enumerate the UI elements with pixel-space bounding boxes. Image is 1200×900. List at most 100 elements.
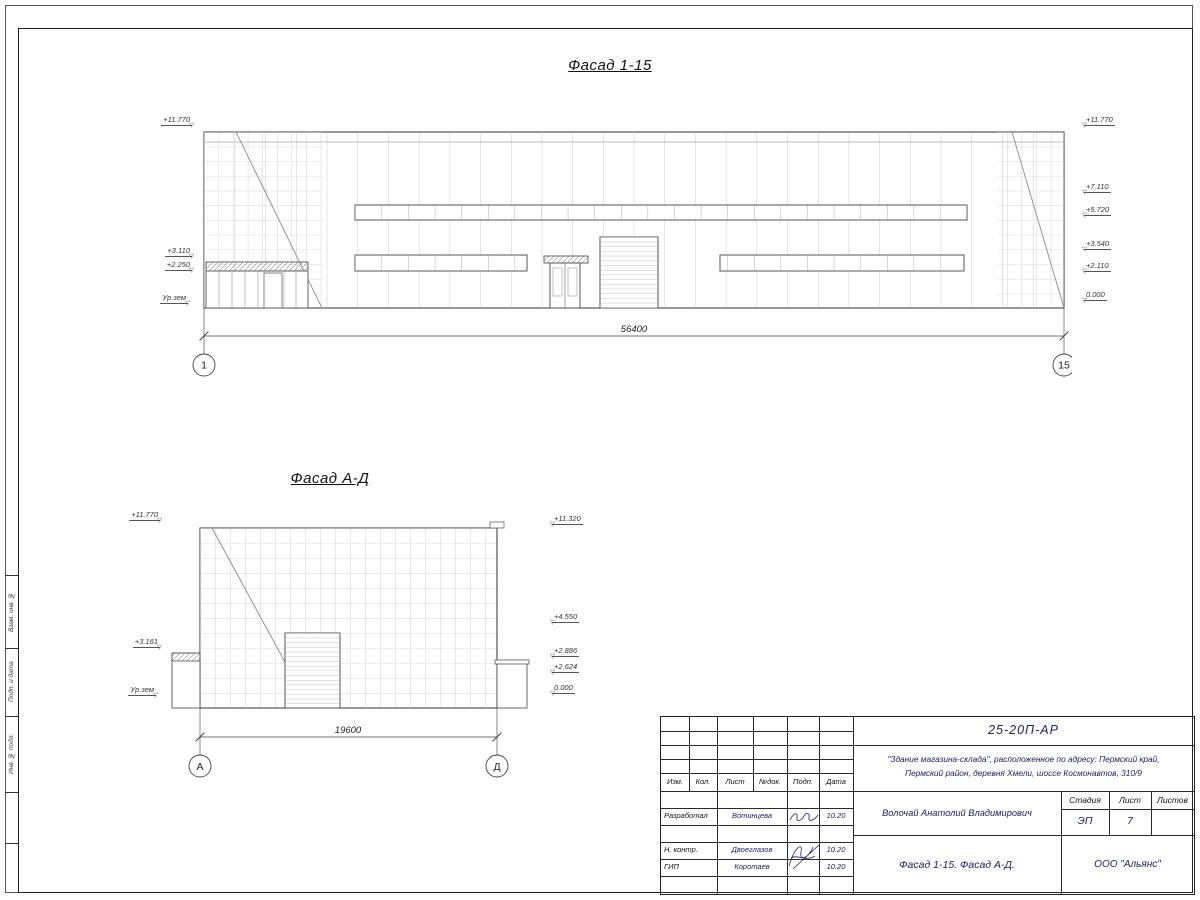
role-razrabotal: Разработал	[664, 811, 708, 820]
elevation-value: Ур.зем	[160, 293, 188, 304]
elevation-flag-icon: ▽	[550, 619, 555, 626]
facade-a-d-drawing: 19600 А Д	[171, 521, 530, 778]
elevation-flag-icon: ▽	[157, 644, 162, 651]
tb-line	[753, 717, 754, 791]
dimension-19600	[195, 707, 502, 756]
date-gip: 10.20	[826, 862, 846, 871]
elevation-value: +11.770	[1084, 115, 1115, 126]
margin-divider	[5, 648, 18, 649]
organization: ООО "Альянс"	[1094, 859, 1161, 870]
elevation-mark: Ур.зем▽	[110, 686, 158, 699]
elevation-value: +4.550	[552, 612, 580, 623]
elevation-value: +5.720	[1084, 205, 1112, 216]
elevation-flag-icon: ▽	[189, 253, 194, 260]
axis-label-1: 1	[201, 360, 207, 372]
margin-divider	[5, 575, 18, 576]
name-dvoeglazov: Двоеглазов	[731, 845, 773, 854]
elevation-flag-icon: ▽	[1082, 189, 1087, 196]
tb-line	[1061, 791, 1062, 894]
rollup-gate	[599, 236, 659, 309]
tb-line	[819, 717, 820, 894]
col-izm: Изм.	[667, 777, 683, 786]
axis-bubble-d	[485, 754, 509, 778]
elevation-value: +2.624	[552, 662, 580, 673]
tb-line	[661, 859, 853, 860]
stage-value: ЭП	[1077, 815, 1093, 827]
tb-line	[661, 808, 853, 809]
elevation-value: +2.886	[552, 646, 580, 657]
elevation-mark: +5.720▽	[1082, 205, 1130, 219]
date-razrabotal: 10.20	[826, 811, 846, 820]
role-n-kontr: Н. контр.	[664, 845, 698, 854]
axis-bubble-a	[188, 754, 212, 778]
elevation-flag-icon: ▽	[1082, 297, 1087, 304]
lower-window-band-right	[719, 254, 965, 272]
project-line2: Пермский район, деревня Хмели, шоссе Кос…	[905, 768, 1142, 779]
signature-votintseva	[789, 813, 819, 821]
col-data: Дата	[826, 777, 846, 786]
glazed-corner-right	[998, 132, 1064, 308]
tb-line	[661, 791, 1194, 792]
tb-line	[1061, 809, 1194, 810]
elevation-value: +3.161	[132, 637, 160, 648]
elevation-value: +11.770	[129, 510, 160, 521]
axis-label-15: 15	[1058, 360, 1070, 372]
drawing-frame	[18, 28, 1193, 893]
tb-line	[1109, 791, 1110, 835]
elevation-mark: 0.000▽	[550, 683, 598, 697]
building-elevation-a-d	[171, 521, 530, 778]
elevation-mark: +3.110▽	[146, 246, 194, 260]
sheet-number: 7	[1127, 815, 1133, 827]
elevation-value: +11.770	[161, 115, 192, 126]
axis-label-a: А	[196, 761, 203, 773]
elevation-flag-icon: ▽	[550, 690, 555, 697]
axis-bubble-15	[1052, 353, 1072, 377]
elevation-value: +3.110	[165, 246, 192, 257]
facade-1-15-drawing: 56400 1 15	[192, 131, 1072, 377]
role-gip: ГИП	[664, 862, 679, 871]
elevation-flag-icon: ▽	[550, 669, 555, 676]
name-korotaev: Коротаев	[734, 862, 770, 871]
tb-line	[853, 835, 1194, 836]
lower-window-band-left	[354, 254, 528, 272]
tb-line	[661, 745, 1194, 746]
stage-label: Стадия	[1069, 795, 1101, 805]
elevation-mark: 0.000▽	[1082, 290, 1130, 304]
dimension-56400	[199, 307, 1069, 355]
diagonal-feature-right	[1011, 131, 1065, 309]
margin-divider	[5, 792, 18, 793]
elevation-mark: +4.550▽	[550, 612, 598, 626]
project-description: "Здание магазина-склада", расположенное …	[857, 752, 1190, 780]
elevation-mark: +2.624▽	[550, 662, 598, 676]
elevation-flag-icon: ▽	[189, 122, 194, 129]
sheet-title: Фасад 1-15. Фасад А-Д.	[899, 858, 1015, 871]
tb-line	[661, 773, 853, 774]
elevation-value: +11.320	[552, 514, 583, 525]
document-number: 25-20П-АР	[988, 723, 1059, 737]
elevation-flag-icon: ▽	[1082, 212, 1087, 219]
tb-line	[853, 717, 854, 894]
elevation-flag-icon: ▽	[550, 521, 555, 528]
tb-line	[689, 717, 690, 791]
name-votintseva: Вотинцева	[731, 811, 773, 820]
elevation-mark: +3.540▽	[1082, 239, 1130, 253]
col-list: Лист	[725, 777, 745, 786]
tb-line	[661, 876, 853, 877]
margin-label-podp: Подп. и дата	[8, 661, 15, 703]
elevation-value: 0.000	[552, 683, 575, 694]
elevation-mark: Ур.зем▽	[142, 293, 190, 307]
elevation-mark: +2.110▽	[1082, 262, 1130, 275]
rollup-gate	[284, 632, 341, 709]
elevation-flag-icon: ▽	[1082, 246, 1087, 253]
margin-divider	[5, 843, 18, 844]
entrance-door	[543, 255, 589, 309]
elevation-value: 0.000	[1084, 290, 1107, 301]
dimension-text: 19600	[335, 725, 362, 736]
elevation-value: +7.110	[1084, 182, 1111, 193]
facade-1-15-title: Фасад 1-15	[568, 57, 652, 74]
elevation-mark: +11.770▽	[114, 510, 162, 524]
sheets-label: Листов	[1157, 795, 1188, 805]
elevation-value: +3.540	[1084, 239, 1112, 250]
left-storefront	[205, 261, 309, 309]
